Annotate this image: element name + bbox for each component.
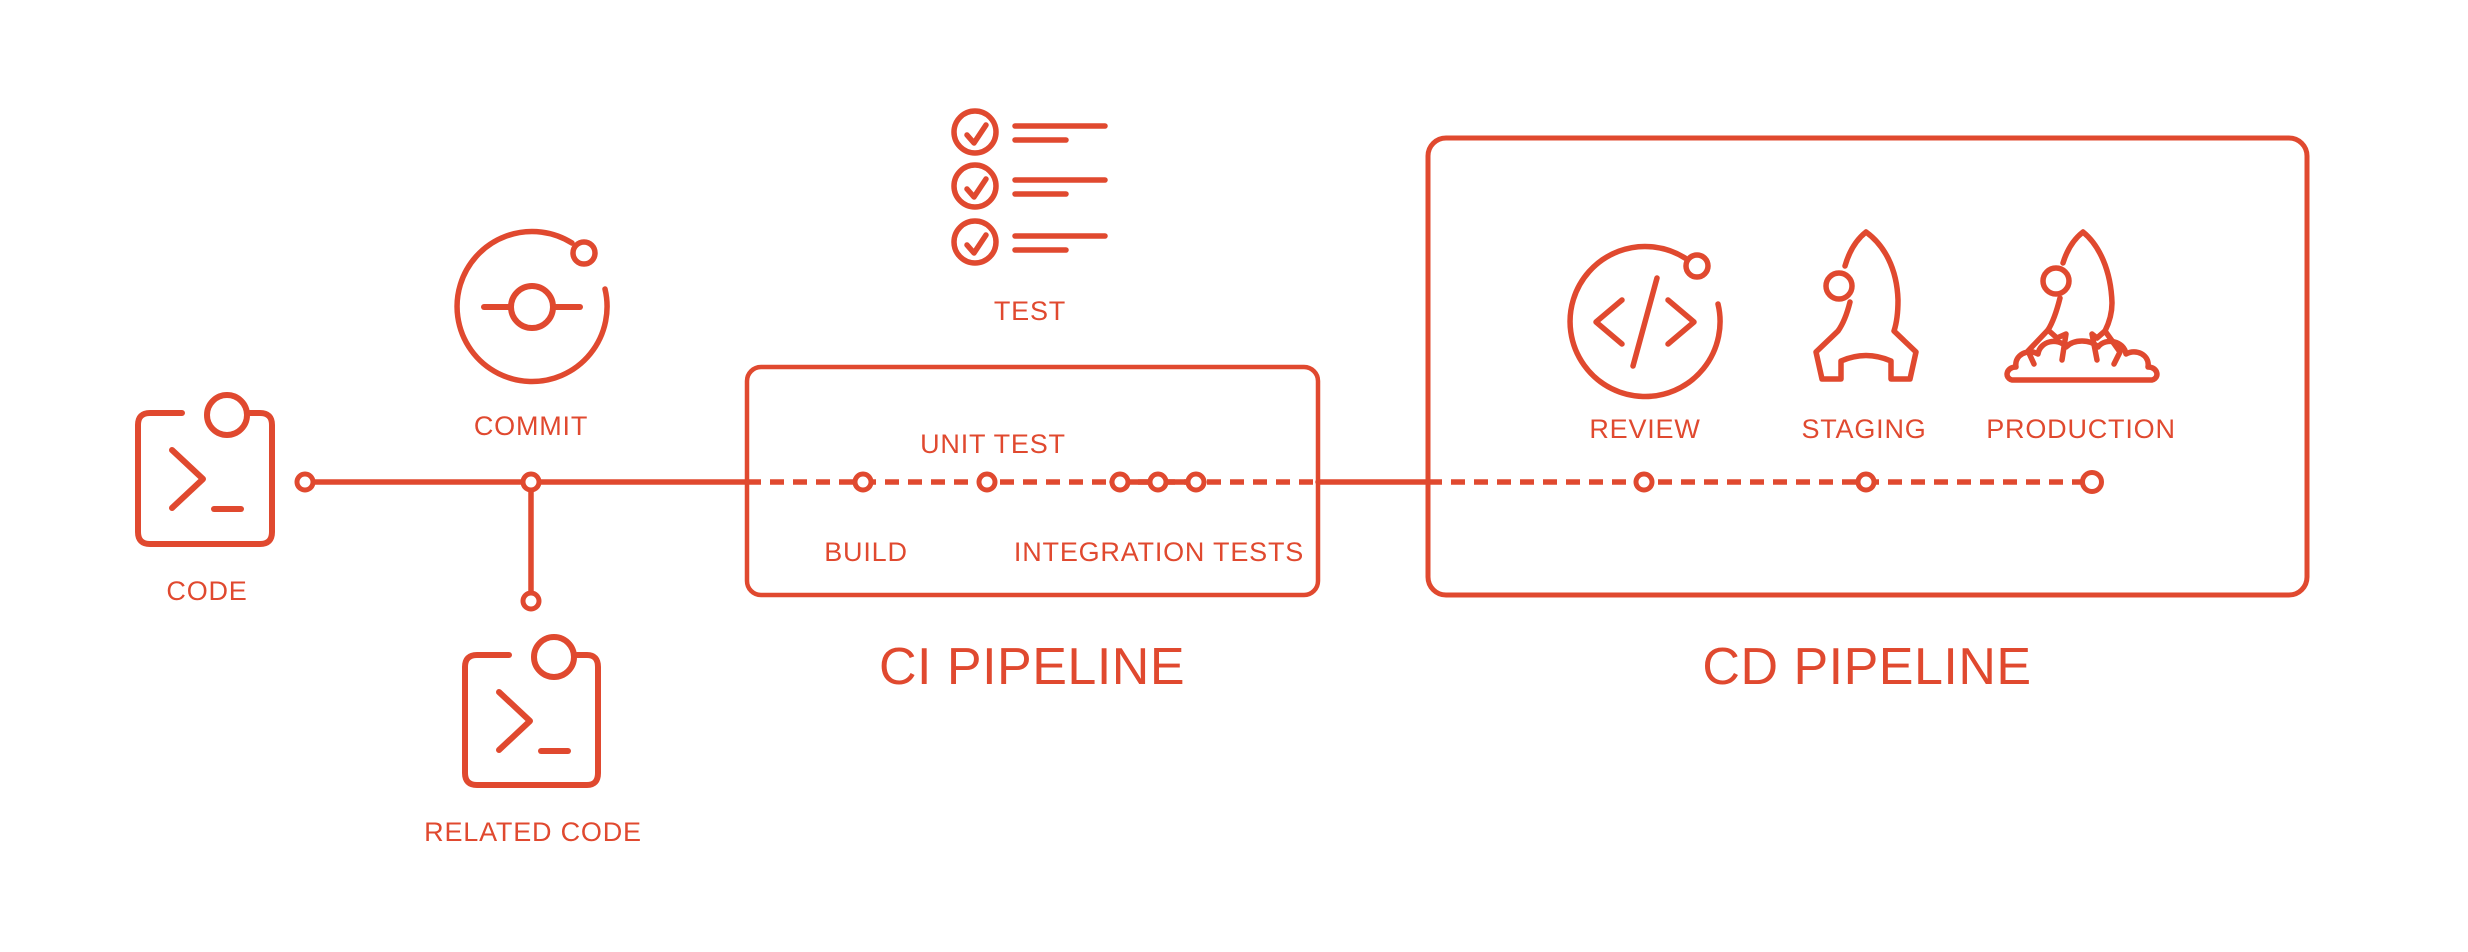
rocket-launch-icon: [2004, 229, 2160, 383]
production-end-node: [2080, 470, 2104, 494]
terminal-pin-circle: [531, 634, 577, 680]
staging-label: STAGING: [1801, 414, 1926, 444]
terminal-prompt-chevron: [496, 689, 533, 753]
integration-node-2: [1147, 471, 1169, 493]
terminal-window-icon: [135, 392, 275, 547]
rocket-porthole-circle: [1823, 270, 1855, 302]
start-node: [294, 471, 316, 493]
code-chevron-right: [1665, 297, 1697, 347]
staging-node: [1855, 471, 1877, 493]
checklist-icon: [951, 108, 1108, 266]
terminal-frame: [135, 410, 275, 547]
check-circle-2: [951, 162, 999, 210]
launch-cloud: [2004, 338, 2160, 383]
terminal-prompt-chevron: [169, 447, 206, 511]
cd-pipeline-title: CD PIPELINE: [1702, 638, 2031, 696]
rocket-right-fin: [2102, 328, 2123, 367]
build-node: [852, 471, 874, 493]
code-chevron-left: [1593, 297, 1625, 347]
check-mark-3: [964, 232, 989, 256]
integration-tests-label: INTEGRATION TESTS: [1014, 537, 1304, 567]
code-label: CODE: [166, 576, 247, 606]
review-label: REVIEW: [1589, 414, 1700, 444]
integration-node-3: [1185, 471, 1207, 493]
pipeline-nodes: [294, 470, 2104, 612]
code-slash: [1630, 275, 1660, 369]
ci-pipeline-title: CI PIPELINE: [879, 638, 1185, 696]
check-mark-1: [964, 122, 989, 146]
rocket-body: [1813, 229, 1919, 382]
commit-node: [520, 471, 542, 493]
rocket-icon: [1813, 229, 1919, 382]
rocket-nose: [2060, 229, 2115, 334]
cd-pipeline-box: [1425, 135, 2310, 598]
check-circle-1: [951, 108, 999, 156]
production-label: PRODUCTION: [1986, 414, 2176, 444]
test-label: TEST: [994, 296, 1066, 326]
orbit-satellite-circle: [1683, 252, 1711, 280]
check-mark-2: [964, 176, 989, 200]
ci-pipeline-box: [744, 364, 1321, 598]
build-label: BUILD: [824, 537, 908, 567]
unit-test-node: [976, 471, 998, 493]
commit-label: COMMIT: [474, 411, 588, 441]
commit-dot-circle: [508, 283, 556, 331]
orbit-arc: [454, 228, 610, 385]
git-commit-orbit-icon: [454, 228, 610, 385]
terminal-pin-circle: [204, 392, 250, 438]
orbit-arc: [1567, 243, 1723, 400]
review-node: [1633, 471, 1655, 493]
integration-node-1: [1109, 471, 1131, 493]
terminal-frame: [462, 652, 601, 788]
check-circle-3: [951, 218, 999, 266]
code-review-orbit-icon: [1567, 243, 1723, 400]
rocket-porthole-circle: [2040, 265, 2072, 297]
related-terminal-window-icon: [462, 634, 601, 788]
related-code-label: RELATED CODE: [424, 817, 642, 847]
branch-node: [520, 590, 542, 612]
orbit-satellite-circle: [570, 239, 598, 267]
unit-test-label: UNIT TEST: [920, 429, 1066, 459]
